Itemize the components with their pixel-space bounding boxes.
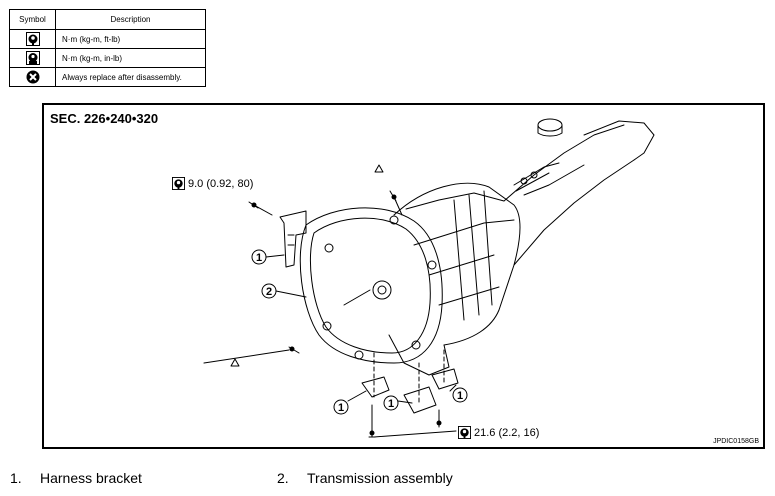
torque-value: 9.0 (0.92, 80) xyxy=(188,177,254,190)
symbol-header: Symbol xyxy=(9,9,56,30)
legend-number: 1. xyxy=(10,470,22,486)
figure-code: JPDIC0158GB xyxy=(713,438,759,445)
svg-text:1: 1 xyxy=(457,390,463,402)
legend-item: 1. Harness bracket xyxy=(10,470,142,486)
callout-transmission-assembly: 2 xyxy=(261,283,277,299)
torque-value: 21.6 (2.2, 16) xyxy=(474,426,540,439)
symbol-row: Always replace after disassembly. xyxy=(9,67,206,87)
symbol-row: N·m (kg-m, ft-lb) xyxy=(9,29,206,49)
svg-text:2: 2 xyxy=(266,286,272,298)
torque-wrench-icon xyxy=(458,426,471,439)
always-replace-icon xyxy=(26,70,39,84)
section-label: SEC. 226•240•320 xyxy=(50,111,159,126)
callout-harness-bracket: 1 xyxy=(251,249,267,265)
symbol-description: N·m (kg-m, in-lb) xyxy=(55,48,206,68)
symbol-row: N·m (kg-m, in-lb) xyxy=(9,48,206,68)
svg-text:1: 1 xyxy=(338,402,344,414)
description-header: Description xyxy=(55,9,206,30)
callout-harness-bracket: 1 xyxy=(333,399,349,415)
legend-number: 2. xyxy=(277,470,289,486)
exploded-view-figure: SEC. 226•240•320 xyxy=(42,103,765,449)
callout-harness-bracket: 1 xyxy=(452,387,468,403)
torque-wrench-small-icon xyxy=(25,51,40,65)
callout-harness-bracket: 1 xyxy=(383,395,399,411)
torque-wrench-icon xyxy=(25,32,40,46)
symbol-description: N·m (kg-m, ft-lb) xyxy=(55,29,206,49)
torque-spec-top: 9.0 (0.92, 80) xyxy=(172,177,253,190)
legend-label: Transmission assembly xyxy=(307,470,453,486)
legend-label: Harness bracket xyxy=(40,470,142,486)
svg-text:1: 1 xyxy=(256,252,262,264)
symbol-description: Always replace after disassembly. xyxy=(55,67,206,87)
symbol-table: Symbol Description N·m (kg-m, ft-lb) N·m… xyxy=(9,9,206,87)
transmission-drawing: 1 2 1 1 1 xyxy=(203,118,655,438)
svg-text:1: 1 xyxy=(388,398,394,410)
torque-spec-bottom: 21.6 (2.2, 16) xyxy=(458,426,539,439)
torque-wrench-icon xyxy=(172,177,185,190)
legend-item: 2. Transmission assembly xyxy=(277,470,453,486)
